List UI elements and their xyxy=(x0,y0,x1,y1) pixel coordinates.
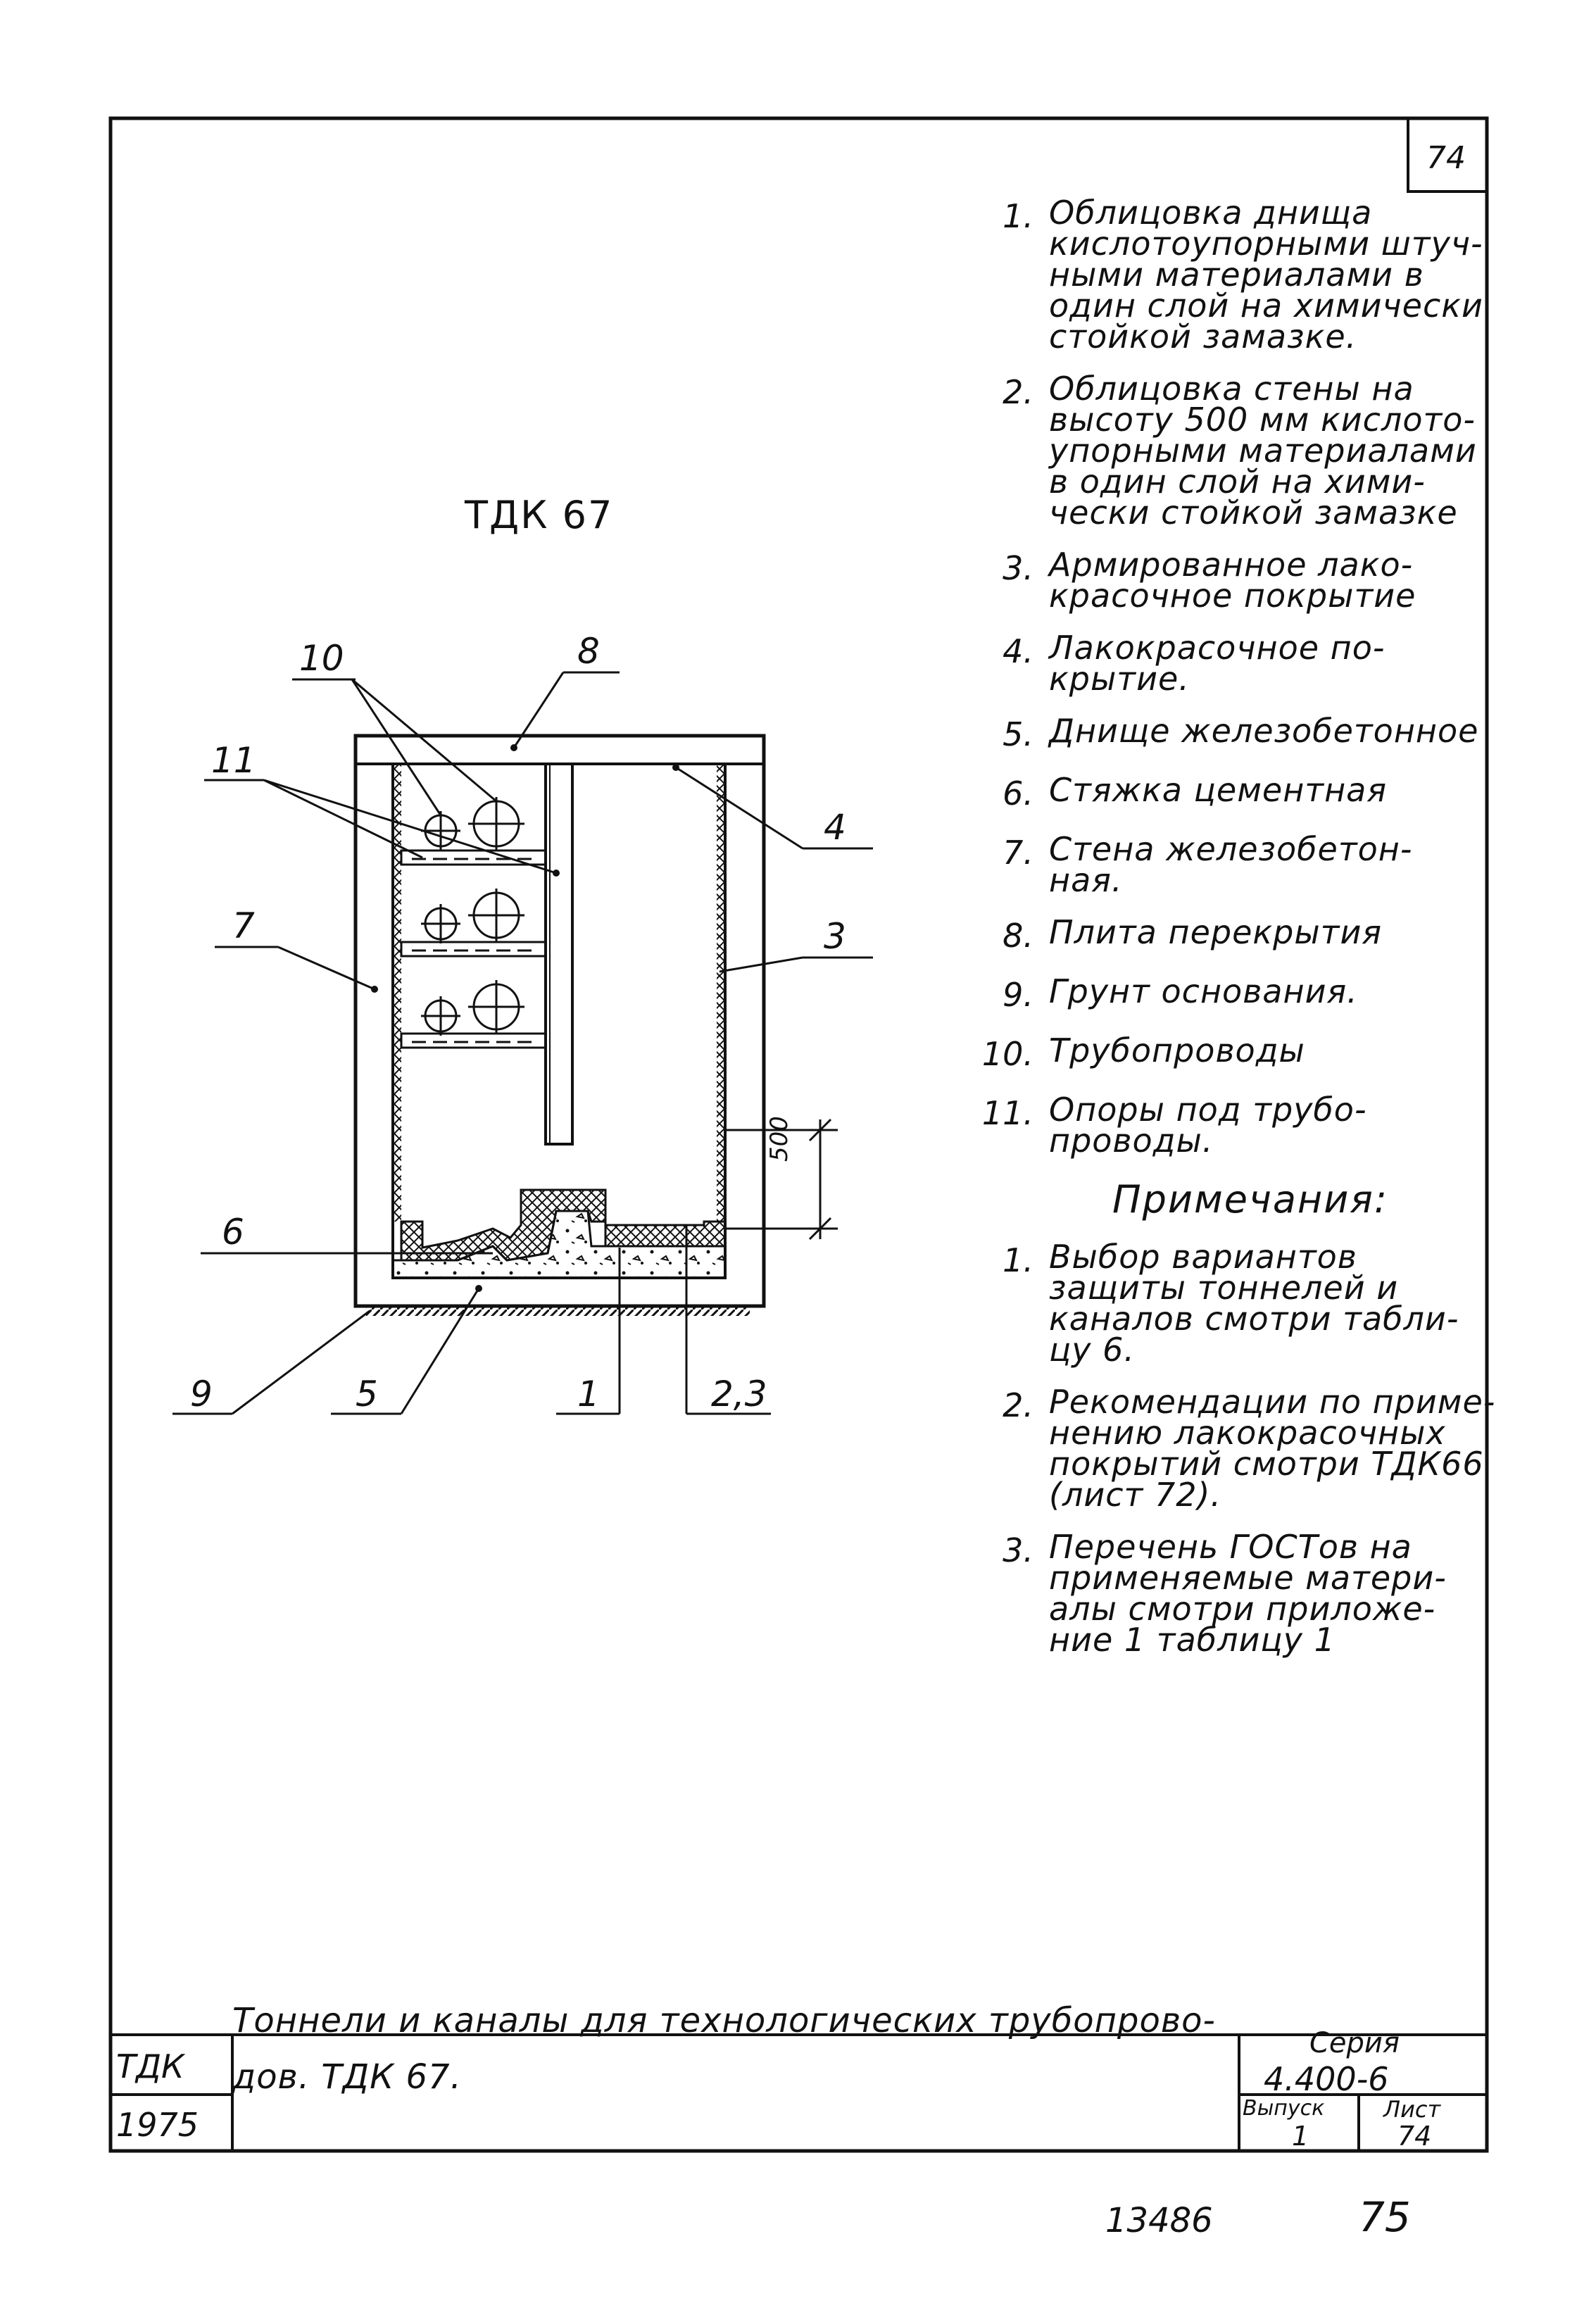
leader-lines xyxy=(172,671,873,1415)
dimension-label: 500 xyxy=(765,1116,793,1162)
archive-number: 13486 xyxy=(1105,2201,1213,2240)
legend-item: 5. Днище железобетонное xyxy=(1003,712,1479,753)
issue-label: Выпуск xyxy=(1243,2096,1325,2121)
note-item: 1. Выбор вариантов защиты тоннелей и кан… xyxy=(1003,1238,1459,1369)
legend: 1. Облицовка днища кислотоупорными штуч-… xyxy=(979,194,1500,1676)
pipelines xyxy=(421,797,524,1036)
sheet-frame xyxy=(108,116,1489,2153)
title-block-title: Тоннели и каналы для технологических тру… xyxy=(232,2001,1216,2097)
drawing-title: ТДК 67 xyxy=(465,493,614,537)
series-value: 4.400-6 xyxy=(1264,2060,1389,2098)
callout-6: 6 xyxy=(222,1212,244,1253)
series-label: Серия xyxy=(1309,2027,1400,2059)
sheet-label: Лист xyxy=(1383,2096,1441,2123)
wall-coating-right xyxy=(717,764,725,1222)
callout-8: 8 xyxy=(577,631,600,672)
notes-title: Примечания: xyxy=(1112,1177,1389,1222)
page-number: 75 xyxy=(1359,2193,1411,2241)
cement-screed xyxy=(391,1210,727,1279)
callout-3: 3 xyxy=(824,916,846,957)
callout-7: 7 xyxy=(232,905,255,946)
title-block-lines xyxy=(111,2033,1487,2151)
dimension-500 xyxy=(725,1118,838,1241)
sheet-value: 74 xyxy=(1397,2121,1432,2152)
callout-10: 10 xyxy=(299,638,344,679)
note-item: 2. Рекомендации по приме- нению лакокрас… xyxy=(1003,1383,1496,1514)
legend-item: 10. Трубопроводы xyxy=(981,1031,1305,1073)
legend-item: 3. Армированное лако- красочное покрытие xyxy=(1003,546,1416,615)
callout-2-3: 2,3 xyxy=(711,1374,767,1414)
title-block-code: ТДК xyxy=(116,2047,184,2085)
callout-9: 9 xyxy=(190,1374,213,1414)
callout-5: 5 xyxy=(356,1374,378,1414)
callout-11: 11 xyxy=(211,740,256,781)
tunnel-section xyxy=(172,671,873,1415)
legend-item: 9. Грунт основания. xyxy=(1003,972,1358,1014)
legend-item: 2. Облицовка стены на высоту 500 мм кисл… xyxy=(1003,370,1477,532)
wall-coating-left xyxy=(393,764,401,1222)
issue-value: 1 xyxy=(1292,2121,1309,2152)
legend-item: 8. Плита перекрытия xyxy=(1003,913,1383,955)
sheet-number-box xyxy=(1407,117,1488,193)
leader-dots xyxy=(371,744,679,1292)
legend-item: 11. Опоры под трубо- проводы. xyxy=(981,1091,1367,1160)
legend-item: 6. Стяжка цементная xyxy=(1003,771,1388,812)
callout-1: 1 xyxy=(577,1374,600,1414)
callout-4: 4 xyxy=(824,807,846,848)
pipe-supports xyxy=(400,849,547,1049)
legend-item: 7. Стена железобетон- ная. xyxy=(1003,830,1413,899)
soil-hatch xyxy=(366,1306,750,1316)
legend-item: 1. Облицовка днища кислотоупорными штуч-… xyxy=(1003,194,1483,356)
sheet-number: 74 xyxy=(1426,139,1466,176)
reinforced-concrete-box xyxy=(353,734,766,1308)
legend-item: 4. Лакокрасочное по- крытие. xyxy=(1003,629,1385,698)
title-block-year: 1975 xyxy=(116,2106,199,2144)
note-item: 3. Перечень ГОСТов на применяемые матери… xyxy=(1003,1528,1447,1659)
